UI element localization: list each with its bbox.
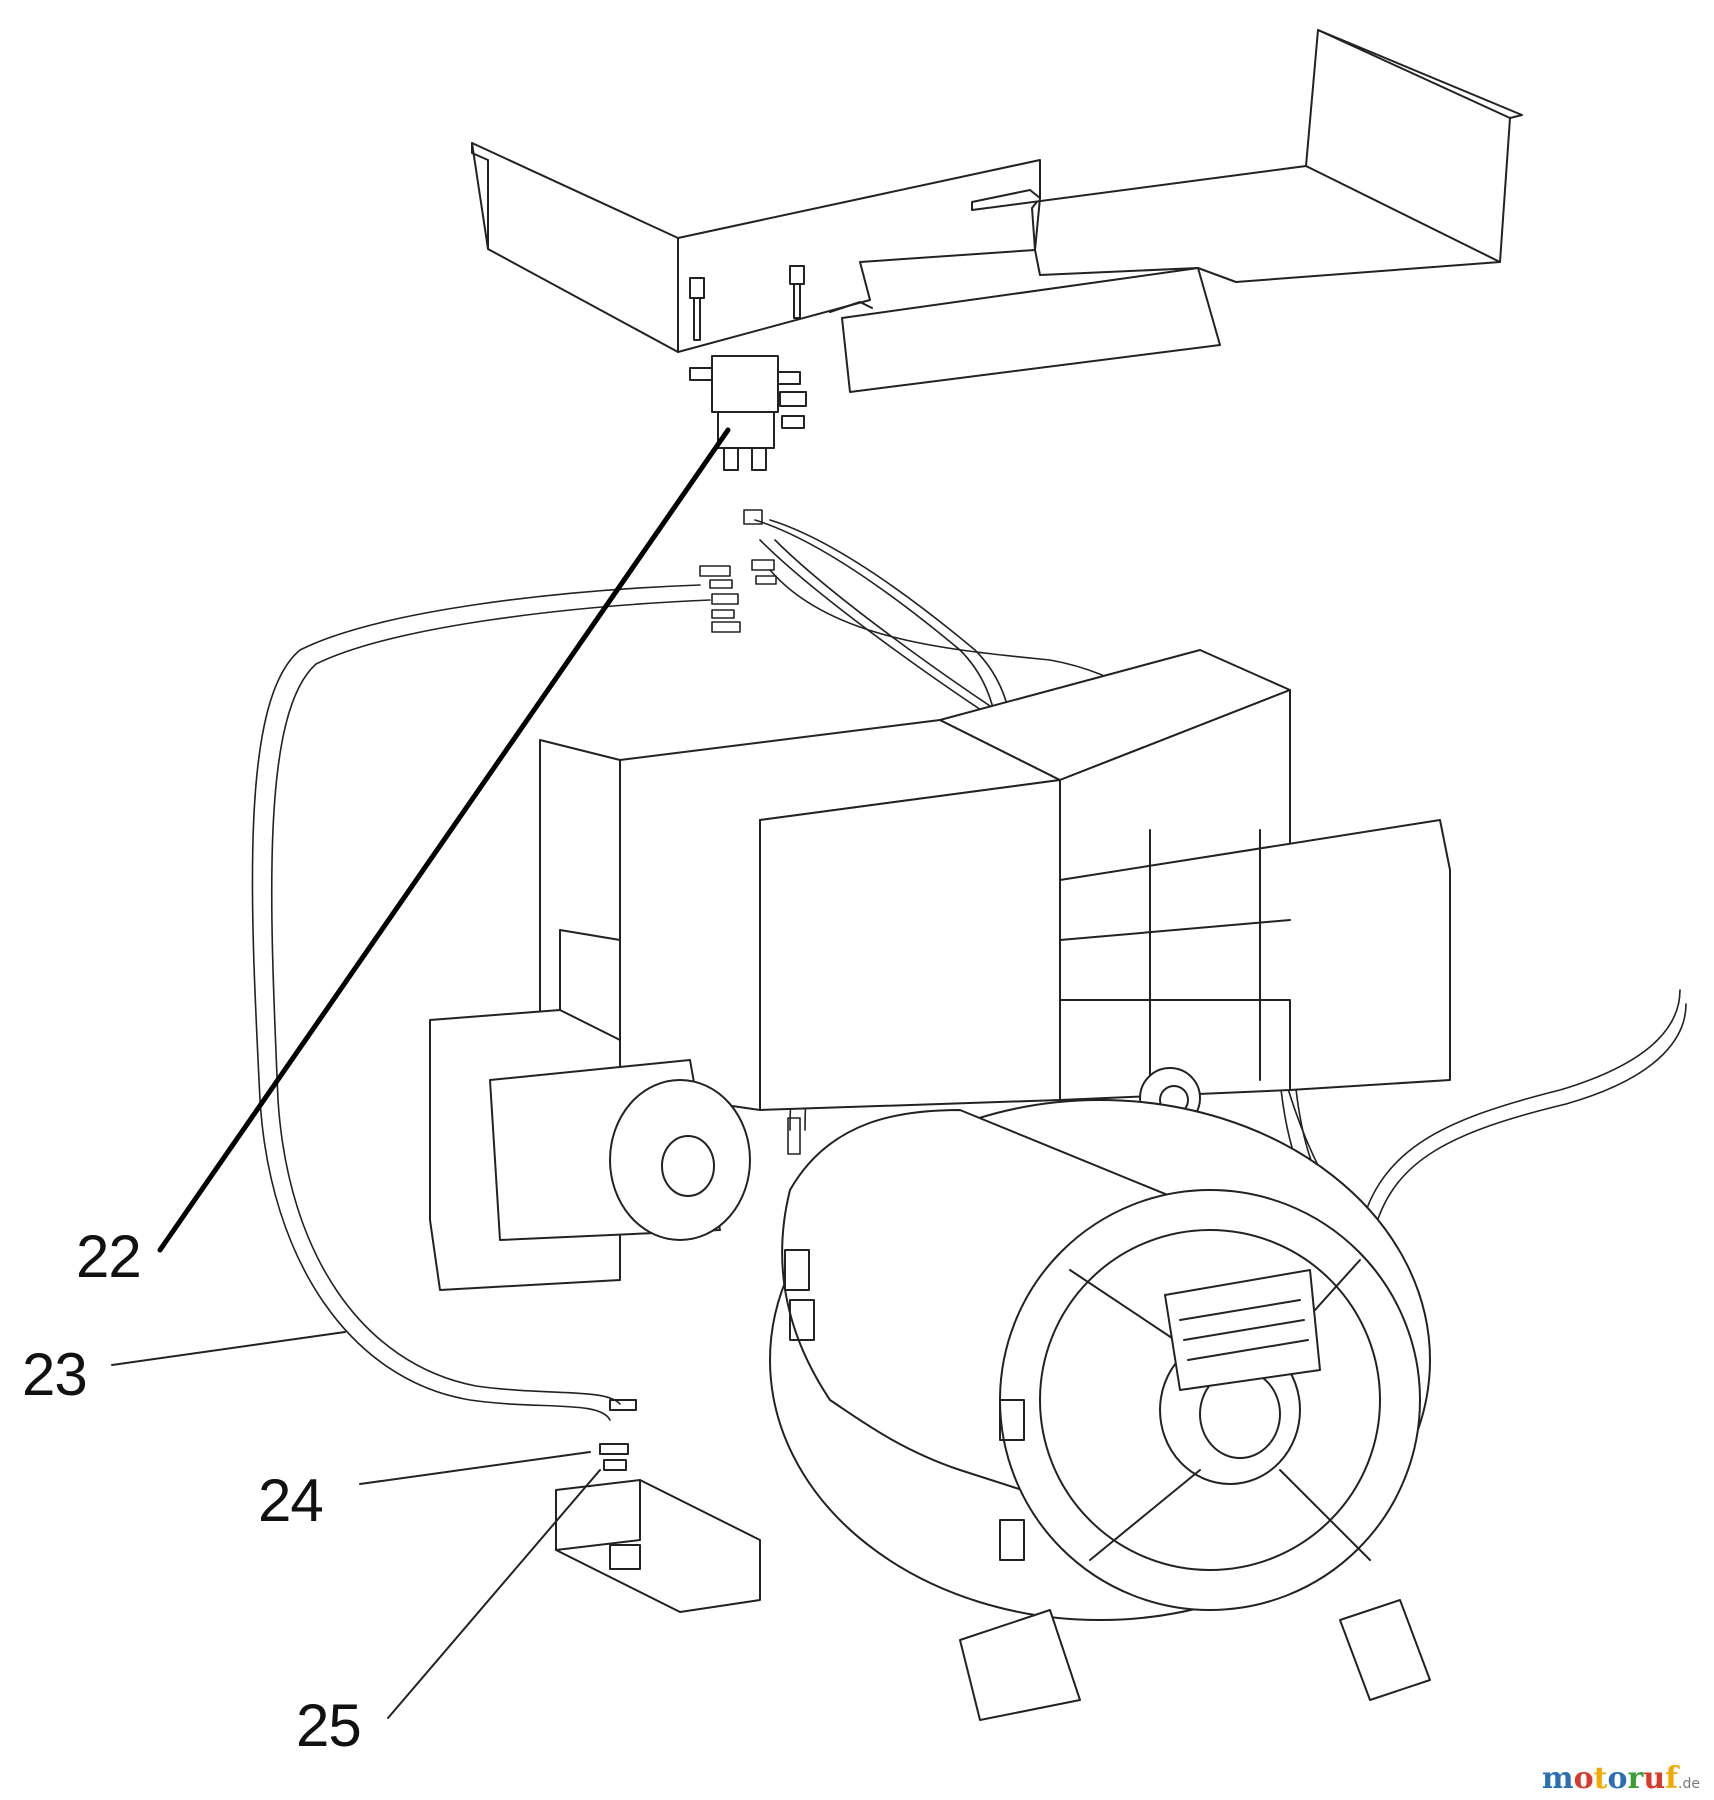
terminal-clips <box>599 1399 637 1471</box>
watermark-suffix: .de <box>1678 1776 1700 1792</box>
base-bracket <box>555 1479 761 1613</box>
callout-22: 22 <box>76 1223 142 1290</box>
watermark-letter: u <box>1643 1761 1666 1796</box>
watermark-logo: motoruf.de <box>1542 1761 1700 1796</box>
leader-24 <box>359 1451 591 1485</box>
relay-switch <box>689 355 807 471</box>
watermark-letter: f <box>1665 1761 1679 1796</box>
watermark-letter: t <box>1593 1761 1608 1796</box>
leader-25 <box>387 1469 601 1719</box>
watermark-letter: r <box>1627 1761 1644 1796</box>
alternator <box>769 1099 1431 1721</box>
watermark-letter: o <box>1573 1761 1594 1796</box>
callout-23: 23 <box>22 1341 88 1408</box>
mounting-bracket <box>471 29 1523 393</box>
watermark-letters: motoruf <box>1542 1761 1678 1796</box>
watermark-letter: o <box>1607 1761 1628 1796</box>
callout-25: 25 <box>296 1692 362 1759</box>
engine-block <box>429 649 1451 1291</box>
callout-24: 24 <box>258 1467 324 1534</box>
leader-lines <box>111 427 731 1719</box>
watermark-letter: m <box>1541 1761 1574 1796</box>
leader-22 <box>157 427 731 1253</box>
leader-23 <box>111 1331 346 1366</box>
